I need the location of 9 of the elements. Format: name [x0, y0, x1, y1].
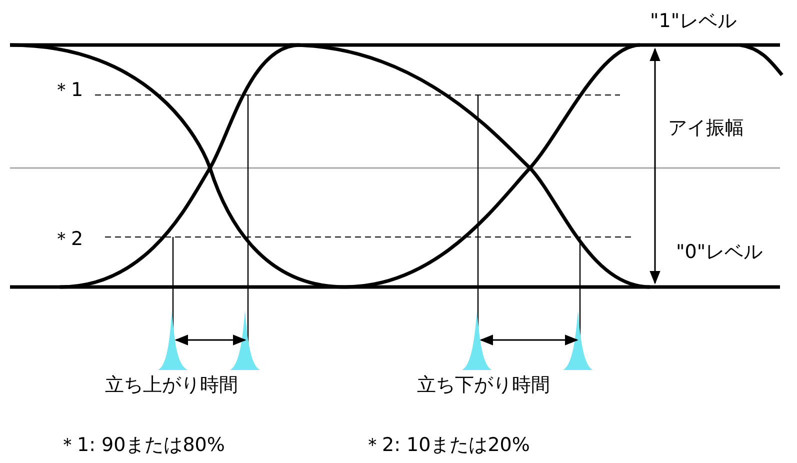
footnote-mark: ＊1 [52, 79, 84, 101]
footnote-text: ＊1: 90または80% [58, 434, 225, 456]
level-label: "0"レベル [676, 241, 763, 263]
level-label: "1"レベル [650, 10, 737, 32]
eye-amplitude-label: アイ振幅 [668, 117, 744, 139]
footnote-mark: ＊2 [52, 228, 84, 250]
fall-time-label: 立ち下がり時間 [417, 374, 550, 396]
footnote-text: ＊2: 10または20% [363, 434, 530, 456]
rise-time-label: 立ち上がり時間 [105, 374, 238, 396]
